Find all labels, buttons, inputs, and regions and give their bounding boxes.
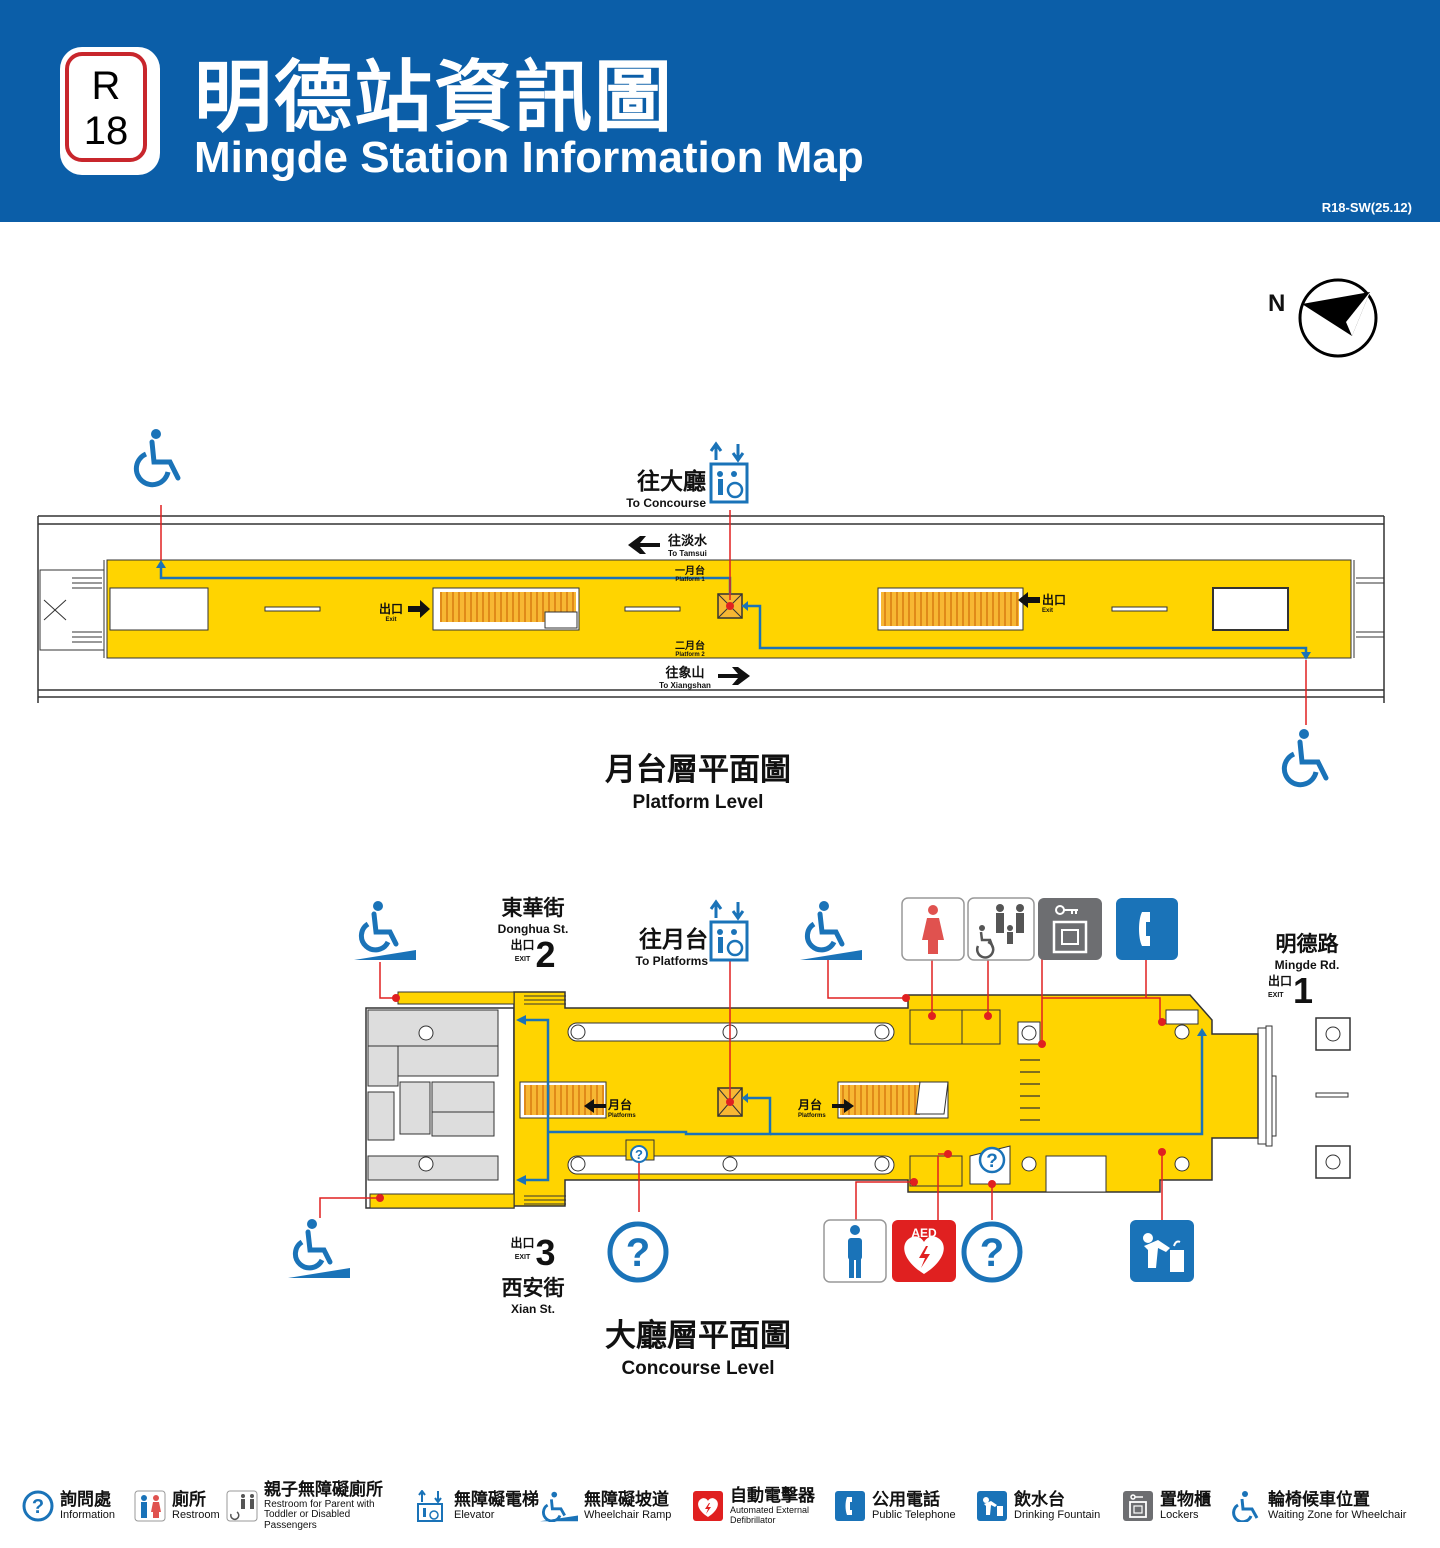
platform-2-label: 二月台 Platform 2	[675, 641, 705, 658]
title-zh: 明德站資訊圖	[194, 53, 675, 141]
title-en: Mingde Station Information Map	[194, 133, 864, 182]
station-number: 18	[83, 109, 129, 153]
telephone-icon	[835, 1491, 865, 1521]
station-code-badge: R 18	[60, 47, 160, 175]
svg-text:?: ?	[32, 1496, 44, 1518]
aed-icon	[693, 1491, 723, 1521]
wheelchair-ramp-icon	[800, 901, 862, 960]
elevator-icon	[417, 1490, 443, 1522]
svg-text:?: ?	[986, 1151, 998, 1172]
telephone-icon	[1116, 898, 1178, 960]
map-code: R18-SW(25.12)	[1321, 200, 1412, 215]
wheelchair-waiting-icon	[133, 429, 181, 488]
exit-label-platform-right: 出口 Exit	[1042, 593, 1067, 614]
line-code: R	[91, 64, 121, 108]
platforms-label-left: 月台 Platforms	[608, 1098, 636, 1119]
information-icon: ?	[961, 1221, 1023, 1283]
restroom-women-icon	[901, 897, 965, 961]
compass-north-label: N	[1268, 290, 1286, 317]
family-accessible-restroom-icon	[226, 1490, 258, 1522]
exit-label-platform-left: 出口 Exit	[378, 602, 403, 623]
header-banner: R 18 明德站資訊圖 Mingde Station Information M…	[0, 0, 1440, 222]
elevator-icon	[709, 441, 749, 504]
restroom-icon	[134, 1490, 166, 1522]
platforms-label-right: 月台 Platforms	[798, 1098, 826, 1119]
to-platforms-label: 往月台 To Platforms	[635, 926, 708, 968]
lockers-icon	[1038, 898, 1102, 960]
elevator-icon	[709, 899, 749, 962]
svg-text:?: ?	[635, 1147, 643, 1162]
svg-text:?: ?	[980, 1231, 1004, 1275]
compass	[1298, 278, 1378, 358]
information-icon: ?	[22, 1490, 54, 1522]
platform-level-title: 月台層平面圖 Platform Level	[605, 752, 791, 813]
concourse-level-title: 大廳層平面圖 Concourse Level	[605, 1318, 791, 1379]
drinking-fountain-icon	[1130, 1220, 1194, 1282]
wheelchair-ramp-icon	[540, 1491, 578, 1522]
platform-1-label: 一月台 Platform 1	[675, 566, 705, 583]
information-icon: ?	[607, 1221, 669, 1283]
to-concourse-label: 往大廳 To Concourse	[626, 468, 706, 510]
lockers-icon	[1123, 1491, 1153, 1521]
drinking-fountain-icon	[977, 1491, 1007, 1521]
to-tamsui-label: 往淡水 To Tamsui	[668, 533, 708, 558]
concourse-level-plan	[319, 956, 1351, 1220]
platform-level-plan	[37, 505, 1385, 725]
family-accessible-restroom-icon	[967, 897, 1035, 961]
svg-text:?: ?	[626, 1231, 650, 1275]
aed-label: AED	[911, 1226, 937, 1240]
wheelchair-ramp-icon	[354, 901, 416, 960]
wheelchair-waiting-icon	[1232, 1491, 1259, 1522]
information-icon: ?	[978, 1146, 1006, 1174]
restroom-men-icon	[823, 1219, 887, 1283]
station-map: ? ? ? ?	[37, 278, 1385, 1283]
aed-icon	[892, 1220, 956, 1282]
wheelchair-waiting-icon	[1281, 729, 1329, 788]
to-xiangshan-label: 往象山 To Xiangshan	[659, 665, 711, 690]
wheelchair-ramp-icon	[288, 1219, 350, 1278]
information-icon: ?	[630, 1145, 648, 1163]
